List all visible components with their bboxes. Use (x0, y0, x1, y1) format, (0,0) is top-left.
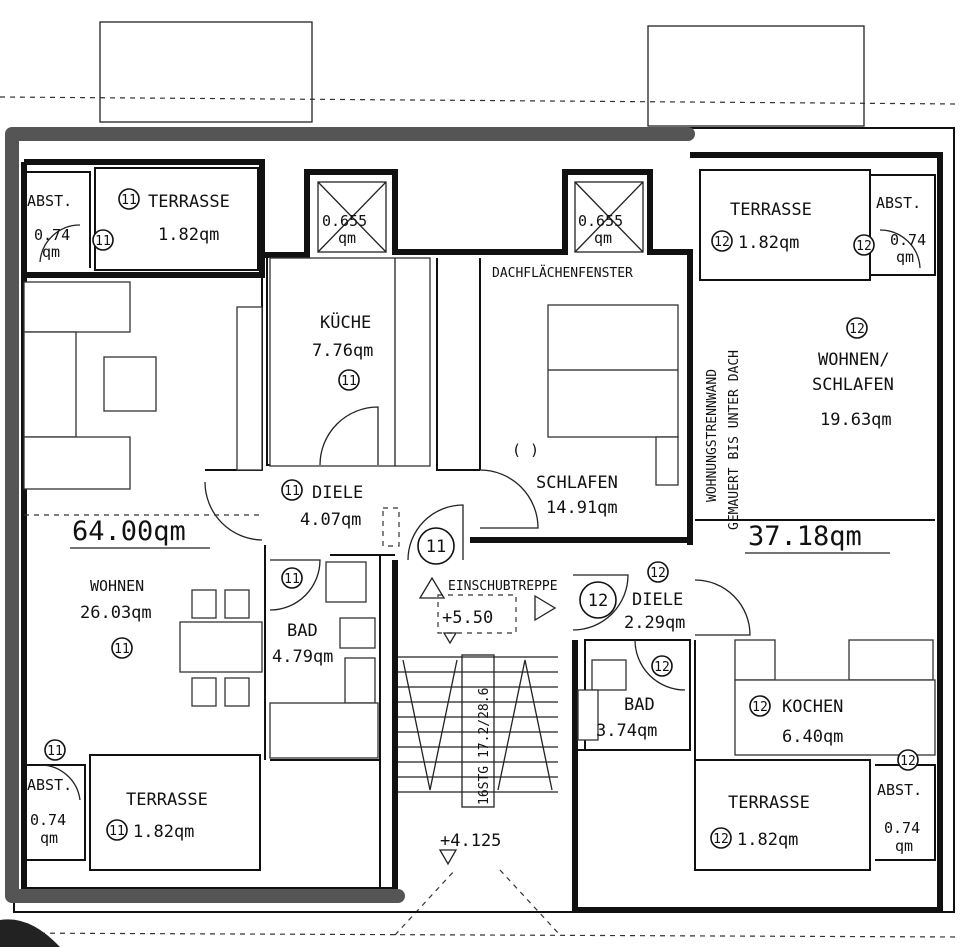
room-name: DIELE (312, 483, 363, 503)
skylight-area: 0.655 (578, 212, 623, 230)
room-num: 12 (654, 660, 670, 675)
skylight-area: 0.655 (322, 212, 367, 230)
roof-outline (0, 21, 960, 938)
room-num: 12 (849, 322, 865, 337)
room-num: 11 (95, 234, 111, 249)
room-name: ABST. (27, 192, 72, 210)
room-num: 11 (121, 193, 137, 208)
door-num: 11 (426, 537, 446, 557)
skylight-area-unit: qm (338, 229, 356, 247)
room-name: SCHLAFEN (812, 375, 894, 395)
room-area: 4.07qm (300, 510, 361, 530)
room-area-unit: qm (40, 829, 58, 847)
room-area: 3.74qm (596, 721, 657, 741)
unit-11-highlight (5, 127, 695, 903)
room-area: 1.82qm (737, 830, 798, 850)
room-area-unit: qm (42, 243, 60, 261)
room-num: 12 (713, 832, 729, 847)
room-area: 4.79qm (272, 647, 333, 667)
wall-note: GEMAUERT BIS UNTER DACH (727, 350, 742, 530)
room-area: 6.40qm (782, 727, 843, 747)
room-name: WOHNEN (90, 577, 144, 595)
room-area: 19.63qm (820, 410, 892, 430)
room-name: BAD (624, 695, 655, 715)
room-area: 0.74 (884, 819, 920, 837)
room-num: 12 (714, 235, 730, 250)
roof-window-label: DACHFLÄCHENFENSTER (492, 265, 633, 281)
skylight-right (574, 181, 644, 253)
level-upper: +5.50 (442, 608, 493, 628)
room-name: ABST. (877, 781, 922, 799)
room-area: 1.82qm (158, 225, 219, 245)
hatch-stair-label: EINSCHUBTREPPE (448, 579, 558, 594)
room-area: 1.82qm (738, 233, 799, 253)
room-name: KÜCHE (320, 311, 371, 333)
room-name: SCHLAFEN (536, 473, 618, 493)
skylight-left (317, 181, 387, 253)
room-name: TERRASSE (148, 192, 230, 212)
stair-steps: 16STG 17.2/28.6 (477, 688, 492, 805)
room-area-unit: qm (896, 248, 914, 266)
room-area: 0.74 (34, 226, 70, 244)
furniture (23, 257, 936, 759)
room-area: 2.29qm (624, 613, 685, 633)
room-name: DIELE (632, 590, 683, 610)
room-name: WOHNEN/ (818, 350, 890, 370)
room-mark: ( ) (512, 441, 539, 459)
room-name: ABST. (876, 194, 921, 212)
level-lower: +4.125 (440, 831, 501, 851)
room-area: 1.82qm (133, 822, 194, 842)
page-corner (0, 919, 60, 947)
room-num: 11 (109, 824, 125, 839)
room-num: 11 (114, 642, 130, 657)
room-area: 26.03qm (80, 603, 152, 623)
room-area-unit: qm (895, 837, 913, 855)
room-num: 11 (284, 484, 300, 499)
room-name: TERRASSE (730, 200, 812, 220)
stairs (398, 576, 558, 866)
unit-total: 64.00qm (72, 516, 186, 547)
room-area: 0.74 (890, 231, 926, 249)
room-name: BAD (287, 621, 318, 641)
wall-note: WOHNUNGSTRENNWAND (705, 369, 720, 502)
skylight-area-unit: qm (594, 229, 612, 247)
room-num: 12 (752, 700, 768, 715)
room-num: 12 (856, 239, 872, 254)
room-area: 14.91qm (546, 498, 618, 518)
room-num: 12 (650, 566, 666, 581)
room-name: ABST. (27, 776, 72, 794)
room-name: KOCHEN (782, 697, 843, 717)
room-num: 12 (900, 754, 916, 769)
room-name: TERRASSE (728, 793, 810, 813)
door-num: 12 (588, 591, 608, 611)
room-num: 11 (47, 744, 63, 759)
room-area: 7.76qm (312, 341, 373, 361)
room-name: TERRASSE (126, 790, 208, 810)
doors (39, 224, 921, 801)
room-num: 11 (341, 374, 357, 389)
room-num: 11 (284, 572, 300, 587)
unit-total: 37.18qm (748, 521, 862, 552)
room-area: 0.74 (30, 811, 66, 829)
